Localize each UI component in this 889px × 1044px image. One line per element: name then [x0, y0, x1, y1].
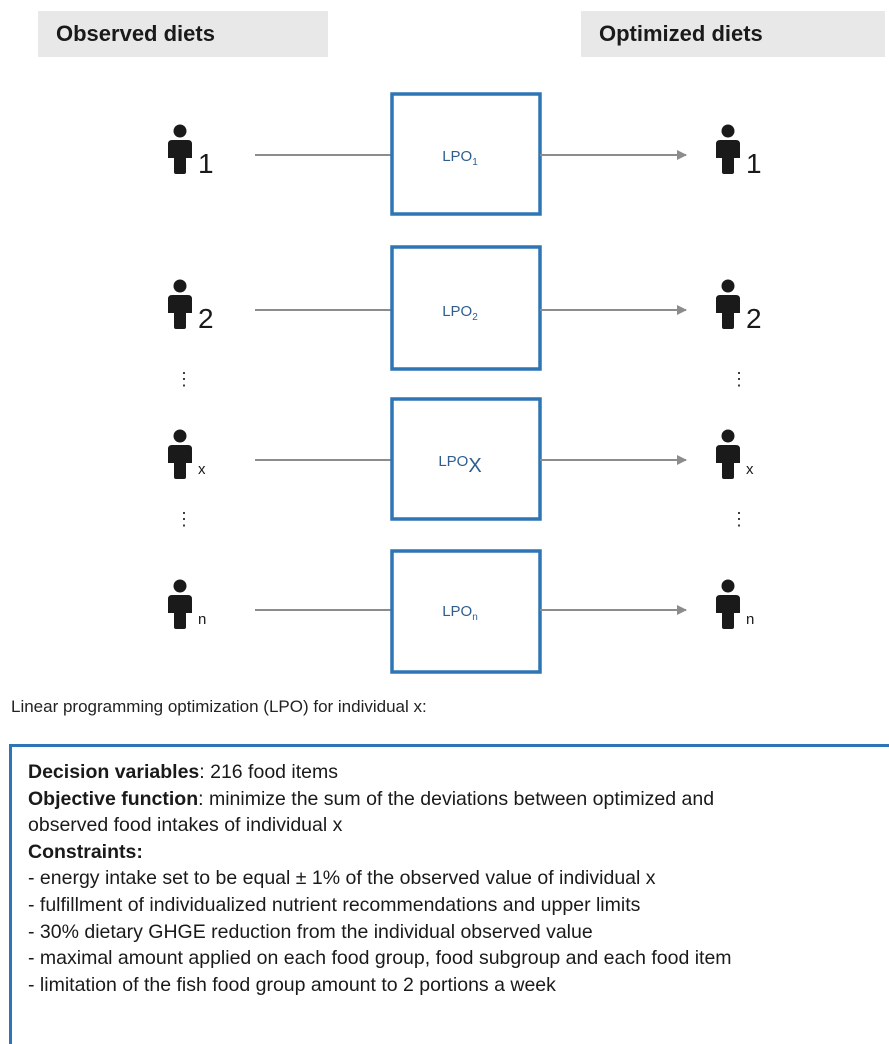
- person-icon: [168, 579, 192, 629]
- ellipsis: ⋮: [175, 509, 193, 529]
- lpo-flow-diagram: 1 LPO1 1 2 LPO2 2 x LPOX x n LPOn n ⋮ ⋮ ⋮ ⋮: [168, 92, 762, 674]
- objective-function-line: Objective function: minimize the sum of …: [28, 786, 889, 813]
- observed-diets-header: Observed diets: [38, 11, 328, 57]
- person-label: n: [198, 611, 206, 628]
- decision-label: Decision variables: [28, 761, 200, 783]
- person-label: x: [198, 461, 206, 478]
- constraint-item: - fulfillment of individualized nutrient…: [28, 893, 641, 916]
- decision-variables-line: Decision variables: 216 food items: [28, 759, 889, 786]
- constraint-item: - maximal amount applied on each food gr…: [28, 947, 732, 970]
- objective-text: : minimize the sum of the deviations bet…: [198, 787, 715, 810]
- lpo-box: [390, 397, 542, 521]
- person-icon: [168, 124, 192, 174]
- constraints-label: Constraints:: [28, 840, 143, 863]
- ellipsis: ⋮: [730, 509, 748, 529]
- objective-continuation: observed food intakes of individual x: [28, 814, 343, 837]
- decision-text: : 216 food items: [199, 761, 339, 783]
- person-icon: [168, 429, 192, 479]
- lpo-details-box: Decision variables: 216 food items Objec…: [9, 744, 889, 1044]
- lpo-label: LPOn: [442, 603, 478, 623]
- constraint-item: - energy intake set to be equal ± 1% of …: [28, 867, 656, 890]
- person-icon: [716, 279, 740, 329]
- lpo-box: [390, 549, 542, 674]
- person-label: 1: [198, 148, 214, 179]
- person-label: x: [746, 461, 754, 478]
- intro-text: Linear programming optimization (LPO) fo…: [11, 697, 427, 716]
- person-icon: [716, 429, 740, 479]
- person-label: n: [746, 611, 754, 628]
- lpo-box: [390, 245, 542, 371]
- constraint-item: - limitation of the fish food group amou…: [28, 973, 556, 996]
- person-icon: [168, 279, 192, 329]
- person-icon: [716, 124, 740, 174]
- lpo-label: LPO2: [442, 303, 478, 323]
- person-icon: [716, 579, 740, 629]
- lpo-label: LPOX: [438, 453, 481, 477]
- ellipsis: ⋮: [175, 369, 193, 389]
- constraint-item: - 30% dietary GHGE reduction from the in…: [28, 920, 593, 943]
- optimized-diets-header: Optimized diets: [581, 11, 885, 57]
- lpo-label: LPO1: [442, 148, 478, 168]
- person-label: 2: [746, 303, 762, 334]
- person-label: 1: [746, 148, 762, 179]
- ellipsis: ⋮: [730, 369, 748, 389]
- person-label: 2: [198, 303, 214, 334]
- objective-label: Objective function: [28, 787, 199, 810]
